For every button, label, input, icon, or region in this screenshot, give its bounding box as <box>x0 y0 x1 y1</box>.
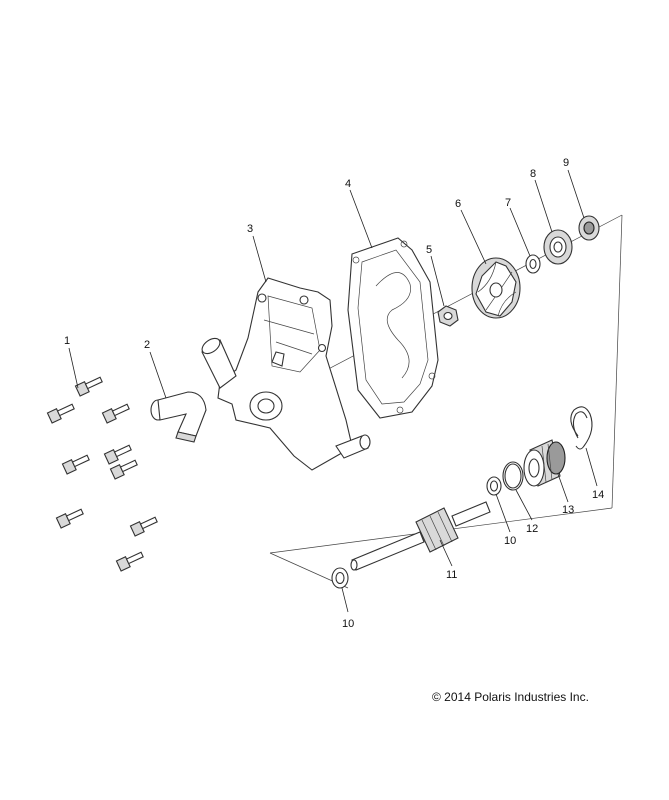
callout-11: 11 <box>446 569 457 581</box>
snap-ring <box>570 406 593 450</box>
seal <box>543 229 573 265</box>
bushing <box>523 439 566 487</box>
callout-7: 7 <box>505 197 511 209</box>
callout-14: 14 <box>592 489 604 501</box>
bolt <box>74 376 103 397</box>
bolt <box>101 403 130 424</box>
pump-shaft <box>350 501 491 571</box>
bearing <box>578 215 600 241</box>
callout-1: 1 <box>64 335 70 347</box>
callouts: 1 2 3 4 5 6 7 8 9 10 10 11 12 13 14 <box>64 157 604 630</box>
o-ring <box>502 461 524 491</box>
washer-lower <box>331 567 349 589</box>
callout-2: 2 <box>144 339 150 351</box>
bolt <box>129 516 158 537</box>
callout-3: 3 <box>247 223 253 235</box>
impeller <box>471 257 521 319</box>
bolt <box>61 454 90 475</box>
bolt <box>103 444 132 465</box>
callout-12: 12 <box>526 523 538 535</box>
callout-5: 5 <box>426 244 432 256</box>
bolts-group <box>46 376 158 572</box>
elbow-fitting <box>150 391 207 443</box>
bolt <box>109 459 138 480</box>
copyright-text: © 2014 Polaris Industries Inc. <box>432 690 589 704</box>
water-pump-housing <box>201 277 371 471</box>
bolt <box>115 551 144 572</box>
callout-4: 4 <box>345 178 351 190</box>
bolt <box>55 508 84 529</box>
callout-9: 9 <box>563 157 569 169</box>
leader-lines <box>68 169 598 613</box>
nut <box>437 305 459 327</box>
callout-10-lower: 10 <box>342 618 354 630</box>
washer-upper <box>486 476 502 496</box>
callout-13: 13 <box>562 504 574 516</box>
gasket <box>347 237 439 419</box>
washer <box>525 254 541 274</box>
callout-6: 6 <box>455 198 461 210</box>
callout-8: 8 <box>530 168 536 180</box>
callout-10-upper: 10 <box>504 535 516 547</box>
bolt <box>46 403 75 424</box>
